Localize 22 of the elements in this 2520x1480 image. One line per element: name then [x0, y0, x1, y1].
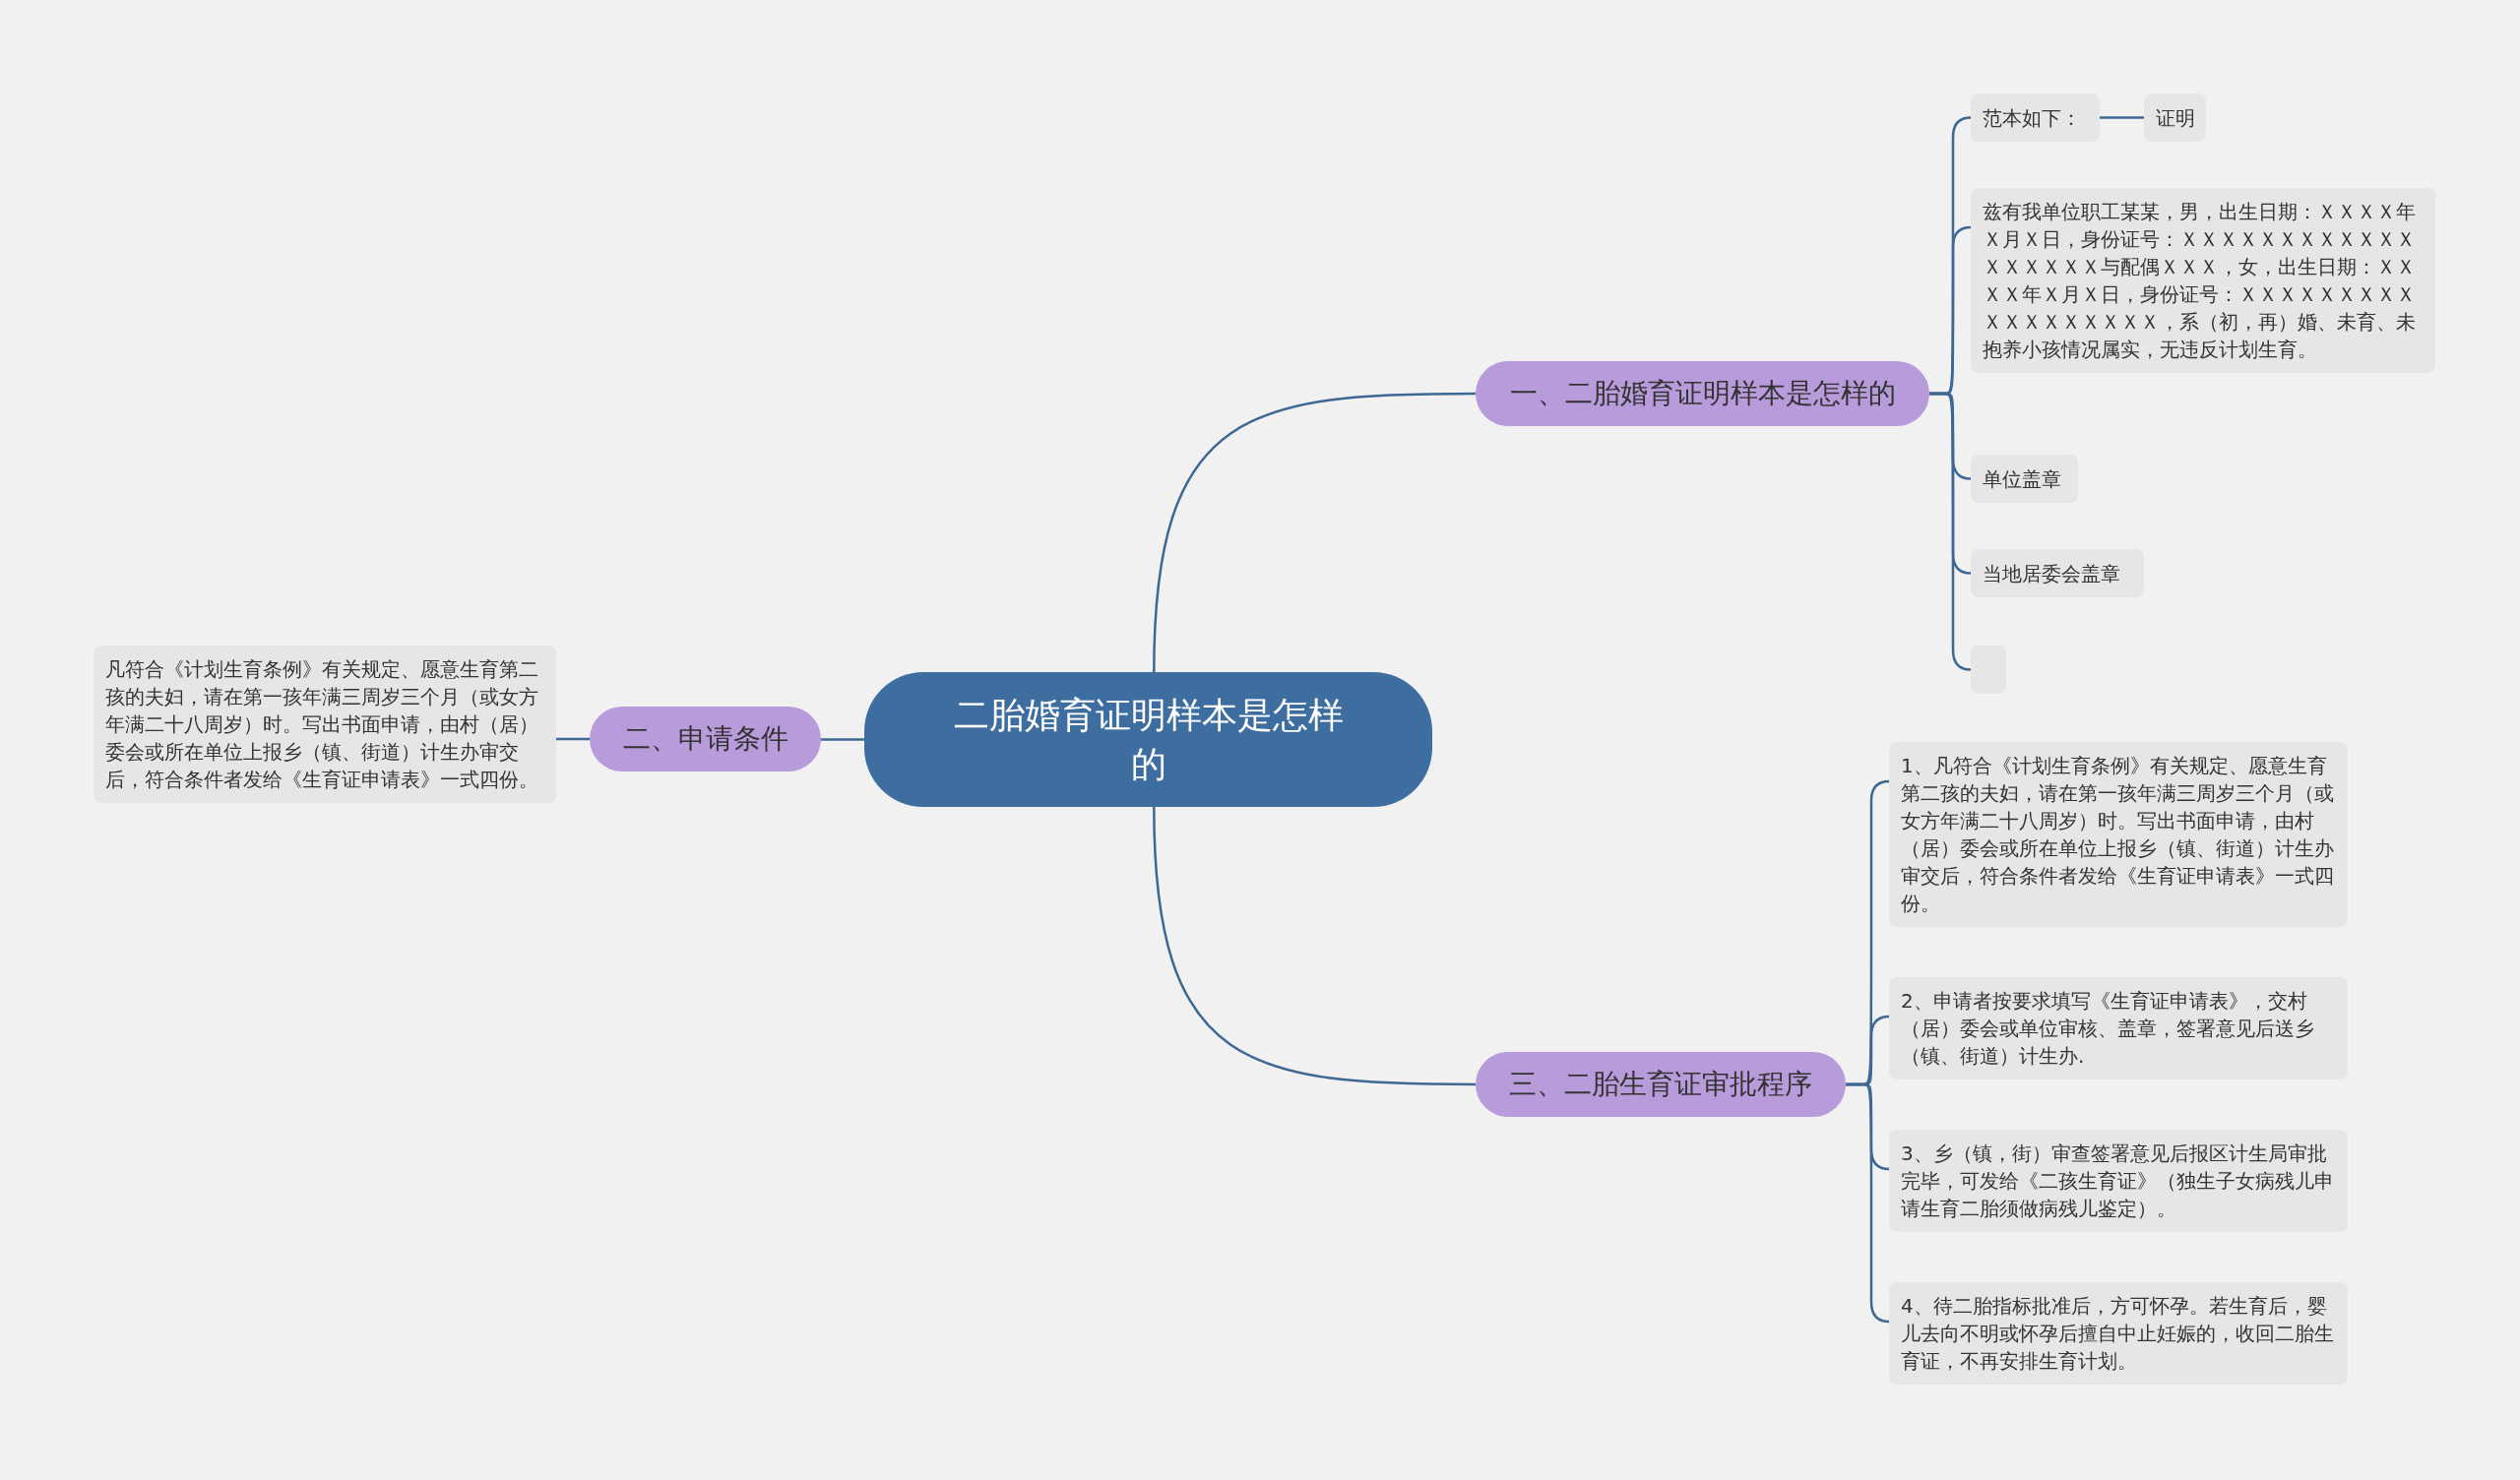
branch-topic: 二、申请条件	[590, 707, 821, 771]
connector-line	[1153, 806, 1476, 1086]
branch-topic: 一、二胎婚育证明样本是怎样的	[1476, 361, 1929, 426]
branch-topic: 三、二胎生育证审批程序	[1476, 1052, 1846, 1117]
leaf-topic: 单位盖章	[1971, 455, 2078, 503]
note-card: 凡符合《计划生育条例》有关规定、愿意生育第二孩的夫妇，请在第一孩年满三周岁三个月（或女方年满二十八周岁）时。写出书面申请，由村（居）委会或所在单位上报乡（镇、街道）计生办审交后，符合条件者发给《生育证申请表》一式四份。	[94, 646, 556, 803]
connector-line	[1153, 392, 1476, 673]
note-card: 2、申请者按要求填写《生育证申请表》，交村（居）委会或单位审核、盖章，签署意见后送乡（镇、街道）计生办.	[1889, 977, 2348, 1079]
connector-line	[556, 737, 590, 741]
connector-line	[1929, 392, 1972, 671]
connector-line	[1846, 1082, 1890, 1324]
central-topic: 二胎婚育证明样本是怎样的	[864, 672, 1432, 807]
note-card: 1、凡符合《计划生育条例》有关规定、愿意生育第二孩的夫妇，请在第一孩年满三周岁三个月（或女方年满二十八周岁）时。写出书面申请，由村（居）委会或所在单位上报乡（镇、街道）计生办审交后，符合条件者发给《生育证申请表》一式四份。	[1889, 742, 2348, 927]
empty-box	[1971, 646, 2006, 694]
note-card: 兹有我单位职工某某，男，出生日期：ＸＸＸＸ年Ｘ月Ｘ日，身份证号：ＸＸＸＸＸＸＸＸＸＸＸＸＸＸＸＸＸＸ与配偶ＸＸＸ，女，出生日期：ＸＸＸＸ年Ｘ月Ｘ日，身份证号：ＸＸＸＸＸＸＸＸＸＸＸＸＸＸＸＸＸＸ，系（初，再）婚、未育、未抱养小孩情况属实，无违反计划生育。	[1971, 188, 2435, 373]
leaf-topic: 证明	[2144, 93, 2206, 142]
connector-line	[821, 738, 864, 741]
note-card: 3、乡（镇，街）审查签署意见后报区计生局审批完毕，可发给《二孩生育证》（独生子女病残儿申请生育二胎须做病残儿鉴定）。	[1889, 1130, 2348, 1232]
connector-line	[2100, 116, 2144, 119]
note-card: 4、待二胎指标批准后，方可怀孕。若生育后，婴儿去向不明或怀孕后擅自中止妊娠的，收回二胎生育证，不再安排生育计划。	[1889, 1282, 2348, 1385]
leaf-topic: 范本如下：	[1971, 93, 2100, 142]
leaf-topic: 当地居委会盖章	[1971, 549, 2144, 597]
